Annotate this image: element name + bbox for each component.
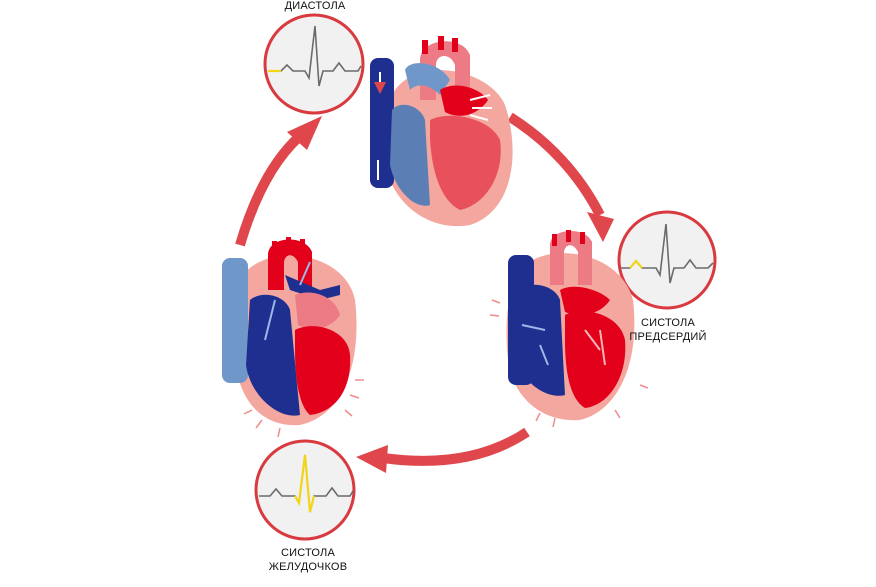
heart-atrial-systole	[489, 230, 649, 428]
label-ventricular-systole-line1: СИСТОЛА	[280, 547, 336, 559]
label-diastole: ДИАСТОЛА	[284, 0, 346, 12]
ecg-highlight	[294, 454, 316, 513]
arrow-ventricular-to-diastole	[235, 132, 304, 247]
vena-cava	[370, 58, 394, 188]
ecg-circle-atrial-systole	[617, 210, 717, 310]
arrow-atrial-to-ventricular-systole	[382, 427, 530, 466]
vena-cava	[222, 258, 248, 383]
ecg-circle-diastole	[263, 13, 365, 115]
ecg-highlight	[629, 259, 643, 269]
label-atrial-systole: СИСТОЛА ПРЕДСЕРДИЙ	[622, 316, 714, 344]
ecg-circle-ventricular-systole	[254, 439, 356, 541]
heart-ventricular-systole	[222, 237, 364, 438]
heart-diastole	[370, 36, 513, 227]
ecg-trace	[270, 25, 362, 87]
label-ventricular-systole: СИСТОЛА ЖЕЛУДОЧКОВ	[262, 546, 354, 574]
arrow-head-diastole	[287, 116, 322, 150]
arrow-head-ventricular	[356, 445, 388, 473]
label-ventricular-systole-line2: ЖЕЛУДОЧКОВ	[268, 561, 348, 573]
label-atrial-systole-line2: ПРЕДСЕРДИЙ	[629, 331, 707, 343]
arrow-head-atrial	[587, 212, 614, 242]
cycle-arrows	[235, 112, 614, 473]
arrow-diastole-to-atrial-systole	[507, 112, 605, 218]
label-atrial-systole-line1: СИСТОЛА	[640, 317, 696, 329]
